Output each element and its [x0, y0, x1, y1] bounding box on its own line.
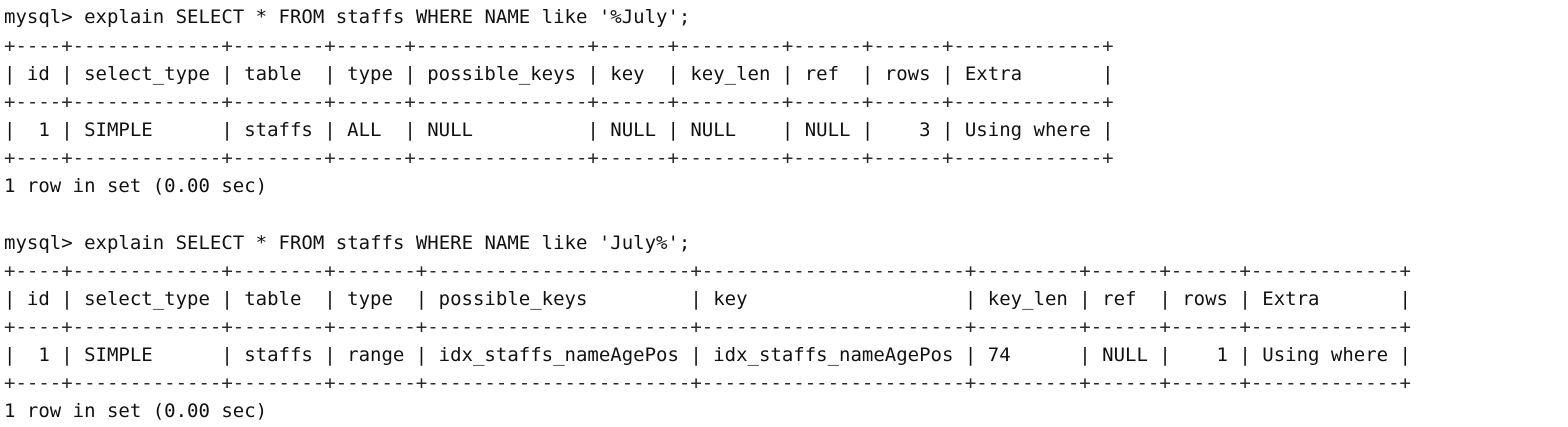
prompt: mysql> [4, 6, 73, 28]
table-1-header-border: +----+-------------+--------+------+----… [4, 91, 1114, 113]
table-1-header-row: | id | select_type | table | type | poss… [4, 63, 1114, 85]
table-2-bottom-border: +----+-------------+--------+-------+---… [4, 372, 1411, 394]
table-1-top-border: +----+-------------+--------+------+----… [4, 35, 1114, 57]
table-2-header-border: +----+-------------+--------+-------+---… [4, 316, 1411, 338]
table-1-data-row: | 1 | SIMPLE | staffs | ALL | NULL | NUL… [4, 119, 1114, 141]
table-2-top-border: +----+-------------+--------+-------+---… [4, 260, 1411, 282]
table-2-data-row: | 1 | SIMPLE | staffs | range | idx_staf… [4, 344, 1411, 366]
command-text: explain SELECT * FROM staffs WHERE NAME … [84, 232, 691, 254]
prompt: mysql> [4, 232, 73, 254]
table-2-header-row: | id | select_type | table | type | poss… [4, 288, 1411, 310]
query-2-summary: 1 row in set (0.00 sec) [4, 400, 268, 422]
query-1-summary: 1 row in set (0.00 sec) [4, 175, 268, 197]
command-text: explain SELECT * FROM staffs WHERE NAME … [84, 6, 691, 28]
query-2-command-line: mysql> explain SELECT * FROM staffs WHER… [4, 232, 690, 254]
table-1-bottom-border: +----+-------------+--------+------+----… [4, 147, 1114, 169]
query-1-command-line: mysql> explain SELECT * FROM staffs WHER… [4, 6, 690, 28]
